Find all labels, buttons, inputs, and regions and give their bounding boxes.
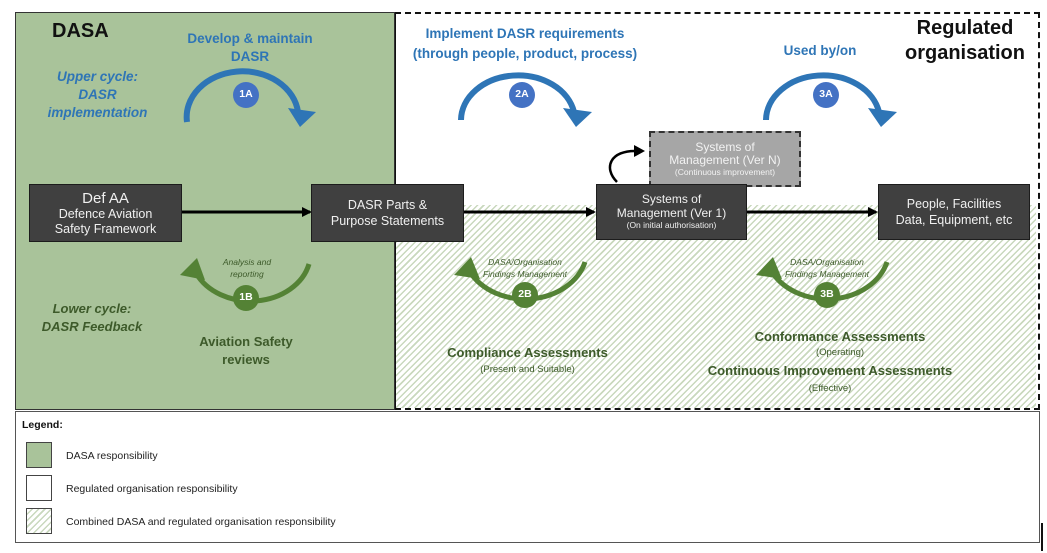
arc-3a <box>763 72 897 127</box>
continuous-title: Continuous Improvement Assessments <box>707 363 953 378</box>
arc-1a <box>183 68 316 127</box>
badge-3b <box>814 282 840 308</box>
arc-2a <box>458 72 592 127</box>
badge-3b-label: 3B <box>820 288 834 300</box>
people-line1: People, Facilities <box>906 196 1002 211</box>
implement-line1: Implement DASR requirements <box>425 26 625 41</box>
arc-1a-arrowhead <box>288 108 316 127</box>
legend-title: Legend: <box>22 419 63 431</box>
upper-cycle-label: Upper cycle: DASR implementation <box>30 68 165 123</box>
badge-2a-label: 2A <box>515 88 529 100</box>
box-def-aa: Def AA Defence Aviation Safety Framework <box>29 184 182 242</box>
arc-2a-arrowhead <box>563 108 592 127</box>
regulated-title-line2: organisation <box>904 42 1025 64</box>
regulated-title-line1: Regulated <box>916 17 1014 39</box>
som-v1-line3: (On initial authorisation) <box>626 220 717 231</box>
box-som-ver-1: Systems of Management (Ver 1) (On initia… <box>596 184 747 240</box>
findings-management-3b-label: DASA/Organisation Findings Management <box>772 256 882 281</box>
legend-swatch-combined <box>26 508 52 534</box>
aviation-safety-reviews-label: Aviation Safety reviews <box>176 333 316 368</box>
aviation-line2: reviews <box>222 351 270 367</box>
defaa-line3: Safety Framework <box>54 221 157 236</box>
develop-line1: Develop & maintain <box>187 31 313 46</box>
aviation-line1: Aviation Safety <box>199 334 293 349</box>
badge-1a <box>233 82 259 108</box>
findings-3b-line1: DASA/Organisation <box>790 257 864 267</box>
findings-management-2b-label: DASA/Organisation Findings Management <box>470 256 580 281</box>
compliance-note: (Present and Suitable) <box>480 363 575 375</box>
defaa-line2: Defence Aviation <box>58 207 153 222</box>
lower-cycle-label: Lower cycle: DASR Feedback <box>22 300 162 336</box>
legend-label-regulated: Regulated organisation responsibility <box>66 483 238 495</box>
regulated-organisation-title: Regulated organisation <box>895 16 1035 66</box>
findings-3b-line2: Findings Management <box>784 269 870 280</box>
lower-cycle-line2: DASR Feedback <box>41 319 143 335</box>
arc-1b-arrowhead <box>180 258 205 280</box>
arc-2b-arrowhead <box>454 257 480 279</box>
legend-label-combined: Combined DASA and regulated organisation… <box>66 516 336 528</box>
dasr-parts-line1: DASR Parts & <box>347 197 428 212</box>
findings-2b-line1: DASA/Organisation <box>488 257 562 267</box>
upper-cycle-line3: implementation <box>47 105 148 121</box>
analysis-line2: reporting <box>230 269 264 280</box>
dasa-title: DASA <box>52 20 109 42</box>
som-v1-line2: Management (Ver 1) <box>616 205 727 220</box>
badge-3a <box>813 82 839 108</box>
conformance-assessments-label: Conformance Assessments (Operating) <box>690 328 990 358</box>
som-vn-line2: Management (Ver N) <box>669 153 781 168</box>
analysis-reporting-label: Analysis and reporting <box>207 256 287 281</box>
used-by-label: Used by/on <box>783 43 857 58</box>
continuous-note: (Effective) <box>808 382 852 394</box>
som-v1-line1: Systems of <box>641 191 702 206</box>
legend-swatch-regulated <box>26 475 52 501</box>
loop-arrow-improvement <box>608 149 638 183</box>
arc-3a-arrowhead <box>868 108 897 127</box>
lower-cycle-line1: Lower cycle: <box>52 301 132 316</box>
legend-label-dasa: DASA responsibility <box>66 450 158 462</box>
compliance-title: Compliance Assessments <box>447 345 608 360</box>
badge-2b-label: 2B <box>518 288 532 300</box>
badge-3a-label: 3A <box>819 88 833 100</box>
continuous-improvement-assessments-label: Continuous Improvement Assessments (Effe… <box>680 362 980 394</box>
develop-line2: DASR <box>230 48 270 64</box>
legend-swatch-dasa <box>26 442 52 468</box>
defaa-title: Def AA <box>82 190 129 207</box>
upper-cycle-line1: Upper cycle: <box>56 69 139 84</box>
legend: Legend: DASA responsibility Regulated or… <box>15 411 1040 543</box>
som-vn-line1: Systems of <box>695 140 755 155</box>
dasr-parts-line2: Purpose Statements <box>330 214 445 228</box>
badge-1a-label: 1A <box>239 88 253 100</box>
box-dasr-parts: DASR Parts & Purpose Statements <box>311 184 464 242</box>
implement-line2: (through people, product, process) <box>412 45 638 61</box>
badge-2a <box>509 82 535 108</box>
som-vn-line3: (Continuous improvement) <box>674 166 776 177</box>
badge-1b-label: 1B <box>239 291 253 303</box>
loop-arrowhead <box>634 145 645 157</box>
findings-2b-line2: Findings Management <box>482 269 568 280</box>
people-line2: Data, Equipment, etc <box>895 213 1013 227</box>
analysis-line1: Analysis and <box>222 257 272 267</box>
develop-maintain-label: Develop & maintain DASR <box>170 30 330 65</box>
edge-mark <box>1041 523 1043 551</box>
conformance-note: (Operating) <box>815 346 865 358</box>
box-people-facilities: People, Facilities Data, Equipment, etc <box>878 184 1030 240</box>
badge-1b <box>233 285 259 311</box>
implement-dasr-label: Implement DASR requirements (through peo… <box>400 24 650 63</box>
box-som-ver-n: Systems of Management (Ver N) (Continuou… <box>649 131 801 187</box>
compliance-assessments-label: Compliance Assessments (Present and Suit… <box>420 344 635 375</box>
badge-2b <box>512 282 538 308</box>
arc-3b-arrowhead <box>756 257 782 279</box>
upper-cycle-line2: DASR <box>78 87 117 103</box>
conformance-title: Conformance Assessments <box>754 329 926 344</box>
